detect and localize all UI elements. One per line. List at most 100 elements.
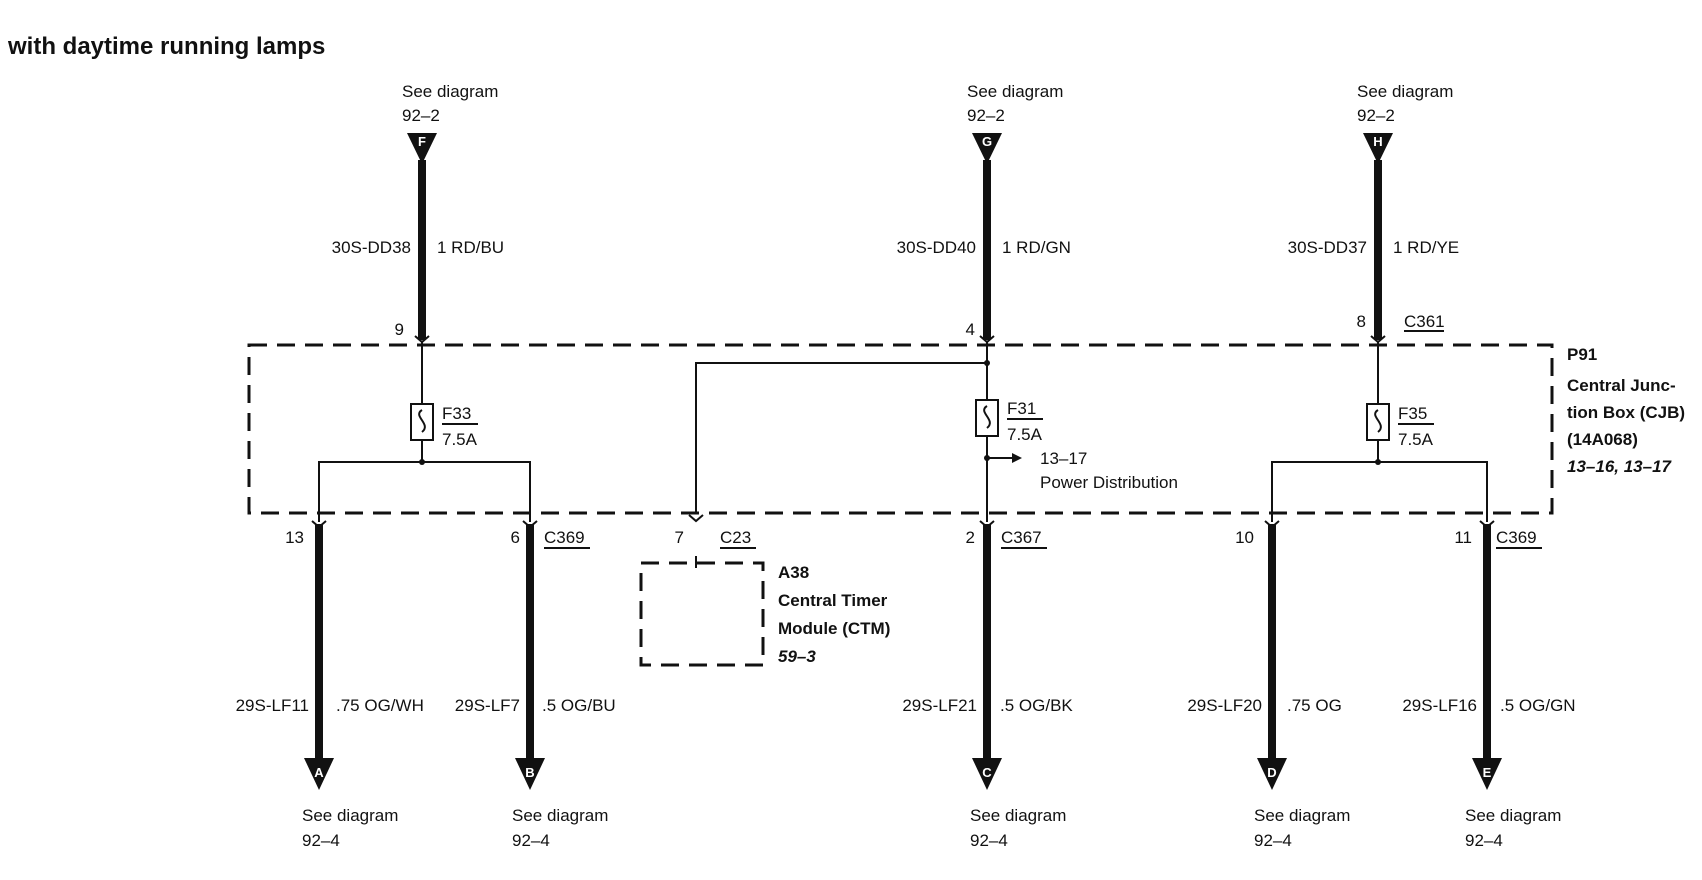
pin-label: 11 xyxy=(1454,528,1472,547)
wire-circuit-label: 30S-DD37 xyxy=(1288,238,1367,257)
bottom-ref-B[interactable]: B See diagram 92–4 xyxy=(512,758,608,850)
see-diagram-label: See diagram xyxy=(302,806,398,825)
wire-circuit-label: 29S-LF16 xyxy=(1402,696,1477,715)
wire-spec-label: 1 RD/YE xyxy=(1393,238,1459,257)
ctm-feed-wire xyxy=(695,362,987,512)
page-ref: 92–2 xyxy=(402,106,440,125)
ctm-page-ref: 59–3 xyxy=(778,647,816,666)
fuse-rating: 7.5A xyxy=(1007,425,1043,444)
pin-chevron xyxy=(688,514,704,523)
wire-circuit-label: 30S-DD40 xyxy=(897,238,976,257)
connector-triangle-F xyxy=(407,133,437,164)
top-ref-H[interactable]: See diagram 92–2 H xyxy=(1357,82,1453,164)
connector-triangle-H xyxy=(1363,133,1393,164)
pin-label: 9 xyxy=(395,320,404,339)
page-ref: 92–2 xyxy=(1357,106,1395,125)
pin-label: 13 xyxy=(285,528,304,547)
connector-c361-label: C361 xyxy=(1404,312,1445,331)
connector-letter-F: F xyxy=(418,134,426,149)
diagram-title: with daytime running lamps xyxy=(7,33,325,60)
bottom-ref-C[interactable]: C See diagram 92–4 xyxy=(970,758,1066,850)
connector-triangle-G xyxy=(972,133,1002,164)
wire-spec-label: .5 OG/BU xyxy=(542,696,616,715)
pin-label: 10 xyxy=(1235,528,1254,547)
fuse-name: F31 xyxy=(1007,399,1036,418)
wire-circuit-label: 29S-LF11 xyxy=(236,696,309,715)
pin-label: 8 xyxy=(1357,312,1366,331)
wire-spec-label: 1 RD/GN xyxy=(1002,238,1071,257)
cjb-id: P91 xyxy=(1567,345,1597,364)
ctm-name-line1: Central Timer xyxy=(778,591,888,610)
ctm-name-line2: Module (CTM) xyxy=(778,619,890,638)
cjb-name-line2: tion Box (CJB) xyxy=(1567,403,1685,422)
pin-label: 4 xyxy=(966,320,975,339)
bottom-ref-D[interactable]: D See diagram 92–4 xyxy=(1254,758,1350,850)
fuse-symbol xyxy=(1374,409,1382,433)
power-dist-page[interactable]: 13–17 xyxy=(1040,449,1087,468)
connector-letter-D: D xyxy=(1267,765,1276,780)
connector-c369-label: C369 xyxy=(1496,528,1537,547)
fuse-symbol xyxy=(983,405,991,429)
connector-triangle-A xyxy=(304,758,334,790)
fuse-rating: 7.5A xyxy=(442,430,478,449)
cjb-part-number: (14A068) xyxy=(1567,430,1638,449)
see-diagram-label: See diagram xyxy=(1254,806,1350,825)
page-ref: 92–4 xyxy=(512,831,550,850)
see-diagram-label: See diagram xyxy=(1357,82,1453,101)
wire-spec-label: .75 OG xyxy=(1287,696,1342,715)
cjb-boundary xyxy=(247,343,1554,515)
fuse-name: F33 xyxy=(442,404,471,423)
cjb-page-ref: 13–16, 13–17 xyxy=(1567,457,1673,476)
page-ref: 92–4 xyxy=(302,831,340,850)
page-ref: 92–4 xyxy=(970,831,1008,850)
arrow-right-icon xyxy=(1012,453,1022,463)
wire-spec-label: .5 OG/GN xyxy=(1500,696,1576,715)
fuse-symbol xyxy=(418,409,426,433)
power-dist-label: Power Distribution xyxy=(1040,473,1178,492)
bottom-ref-A[interactable]: A See diagram 92–4 xyxy=(302,758,398,850)
connector-triangle-E xyxy=(1472,758,1502,790)
fuse-name: F35 xyxy=(1398,404,1427,423)
see-diagram-label: See diagram xyxy=(967,82,1063,101)
ctm-id: A38 xyxy=(778,563,809,582)
page-ref: 92–2 xyxy=(967,106,1005,125)
fuse-rating: 7.5A xyxy=(1398,430,1434,449)
ctm-pin-label: 7 xyxy=(675,528,684,547)
wire-spec-label: 1 RD/BU xyxy=(437,238,504,257)
cjb-name-line1: Central Junc- xyxy=(1567,376,1676,395)
ctm-label: A38 Central Timer Module (CTM) 59–3 xyxy=(778,563,890,666)
connector-triangle-C xyxy=(972,758,1002,790)
bottom-ref-E[interactable]: E See diagram 92–4 xyxy=(1465,758,1561,850)
connector-letter-B: B xyxy=(525,765,534,780)
see-diagram-label: See diagram xyxy=(1465,806,1561,825)
page-ref: 92–4 xyxy=(1465,831,1503,850)
connector-letter-H: H xyxy=(1373,134,1382,149)
connector-letter-C: C xyxy=(982,765,992,780)
connector-letter-G: G xyxy=(982,134,992,149)
connector-c367-label: C367 xyxy=(1001,528,1042,547)
wire-spec-label: .5 OG/BK xyxy=(1000,696,1073,715)
wire-circuit-label: 29S-LF21 xyxy=(902,696,977,715)
see-diagram-label: See diagram xyxy=(512,806,608,825)
wire-spec-label: .75 OG/WH xyxy=(336,696,424,715)
top-ref-G[interactable]: See diagram 92–2 G xyxy=(967,82,1063,164)
pin-label: 6 xyxy=(511,528,520,547)
see-diagram-label: See diagram xyxy=(970,806,1066,825)
page-ref: 92–4 xyxy=(1254,831,1292,850)
connector-c23-label: C23 xyxy=(720,528,751,547)
splice-branch xyxy=(1271,461,1488,522)
connector-letter-A: A xyxy=(314,765,324,780)
splice-branch xyxy=(318,461,531,522)
pin-label: 2 xyxy=(966,528,975,547)
wire-circuit-label: 29S-LF7 xyxy=(455,696,520,715)
connector-triangle-B xyxy=(515,758,545,790)
top-ref-F[interactable]: See diagram 92–2 F xyxy=(402,82,498,164)
see-diagram-label: See diagram xyxy=(402,82,498,101)
wire-circuit-label: 29S-LF20 xyxy=(1187,696,1262,715)
ctm-module-box[interactable] xyxy=(639,561,765,667)
wire-circuit-label: 30S-DD38 xyxy=(332,238,411,257)
connector-triangle-D xyxy=(1257,758,1287,790)
connector-letter-E: E xyxy=(1483,765,1492,780)
cjb-label: P91 Central Junc- tion Box (CJB) (14A068… xyxy=(1567,345,1685,476)
